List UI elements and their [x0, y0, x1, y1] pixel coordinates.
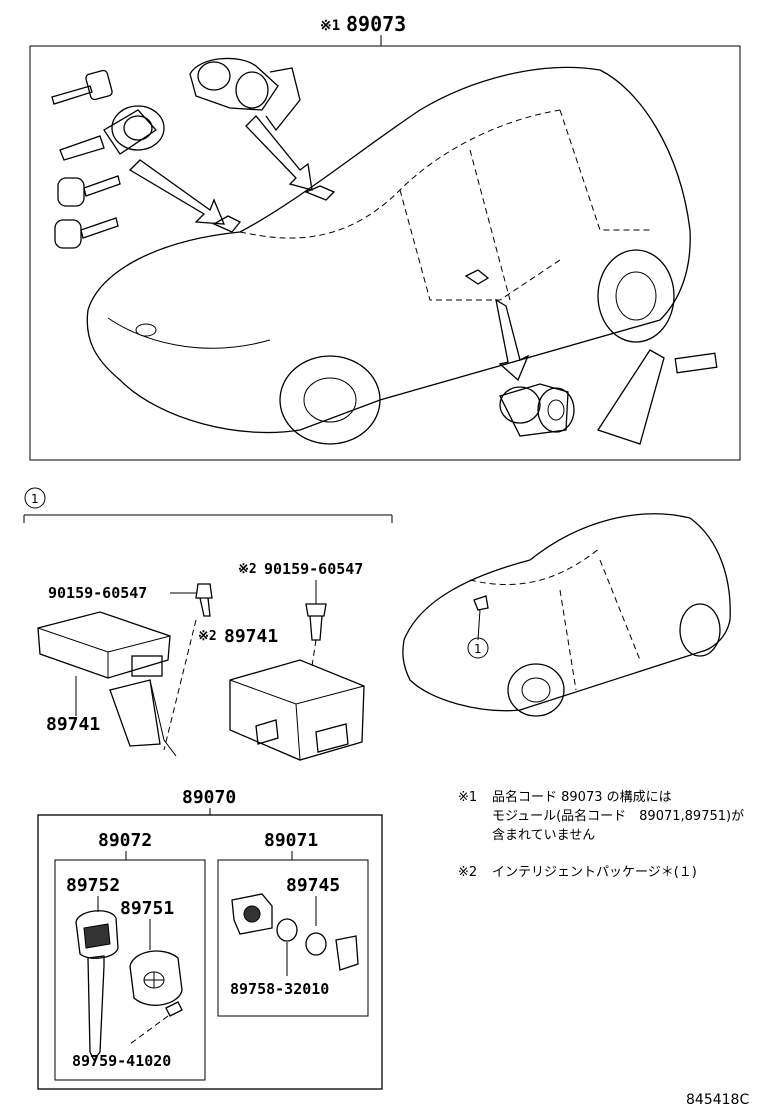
bolt-left [195, 583, 213, 617]
arrow-to-door [495, 298, 530, 382]
clip-part [335, 935, 359, 971]
section-circle [24, 487, 46, 509]
note1-line2: モジュール(品名コード 89071,89751)が [492, 808, 744, 824]
transmitter-case [129, 950, 183, 1006]
note2-mark: ※2 [458, 865, 477, 880]
label-battery: 89758-32010 [230, 980, 329, 998]
top-mark: ※1 [320, 18, 340, 34]
case-half [231, 893, 273, 935]
right-group-frame [217, 859, 369, 1017]
bolt-right [305, 603, 327, 641]
dash-bolt-left [163, 619, 197, 751]
note1-line3: 含まれていません [492, 827, 595, 843]
label-ecu-left: 89741 [46, 714, 100, 735]
label-case: 89745 [286, 875, 340, 896]
ecu-left [37, 611, 177, 757]
battery-cell [305, 932, 327, 956]
car-circle-label: 1 [474, 642, 482, 656]
note1-mark: ※1 [458, 790, 477, 805]
car-outline-small [402, 513, 731, 717]
arrow-to-hood [128, 159, 226, 225]
kit-frame [37, 814, 383, 1090]
lock-mechanism-top [189, 57, 301, 132]
label-right-group: 89071 [264, 830, 318, 851]
leader-screw [129, 1015, 169, 1045]
label-screw: 89759-41020 [72, 1052, 171, 1070]
left-group-frame [54, 859, 206, 1081]
car-circle [467, 637, 489, 659]
label-kit-main: 89070 [182, 787, 236, 808]
door-lock-cylinder [499, 349, 718, 445]
leader-car-circle [477, 609, 481, 641]
arrow-to-windshield [245, 115, 313, 191]
top-frame [29, 45, 741, 461]
section-circle-label: 1 [31, 492, 39, 506]
label-bolt-left: 90159-60547 [48, 584, 147, 602]
ecu-right [229, 659, 365, 761]
mark-ecu-right: ※2 [198, 629, 217, 644]
label-left-group: 89072 [98, 830, 152, 851]
key-blade [75, 910, 119, 1062]
screw [165, 1001, 183, 1017]
label-key: 89752 [66, 875, 120, 896]
dash-bolt-right [311, 639, 317, 667]
key-cylinder-set [51, 69, 165, 249]
label-transmitter: 89751 [120, 898, 174, 919]
note2-line1: インテリジェントパッケージ＊(１) [492, 865, 697, 880]
note1-line1: 品名コード 89073 の構成には [492, 789, 672, 805]
mark-bolt-right: ※2 [238, 562, 257, 577]
label-ecu-right: 89741 [224, 626, 278, 647]
car-outline-top [86, 66, 691, 445]
top-part-number: 89073 [346, 12, 406, 36]
drawing-code: 845418C [686, 1092, 749, 1108]
battery-ring [276, 918, 298, 942]
label-bolt-right: 90159-60547 [264, 560, 363, 578]
